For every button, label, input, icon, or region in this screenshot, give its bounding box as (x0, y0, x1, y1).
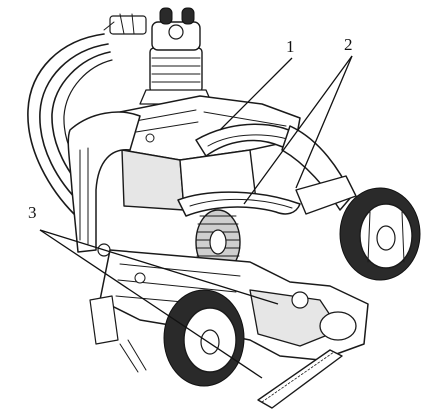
lower-body (99, 249, 369, 361)
saw-bar (89, 295, 343, 409)
top-rotator (103, 7, 213, 105)
callout-label-2: 2 (344, 35, 353, 54)
callout-label-3: 3 (28, 203, 37, 222)
right-feed-wheel (339, 187, 421, 281)
callout-label-1: 1 (286, 37, 295, 56)
left-feed-wheel (163, 289, 245, 387)
left-arm (67, 111, 141, 257)
delimbing-knives (177, 123, 307, 217)
right-arm (281, 125, 357, 215)
callout-leaders (39, 55, 353, 379)
